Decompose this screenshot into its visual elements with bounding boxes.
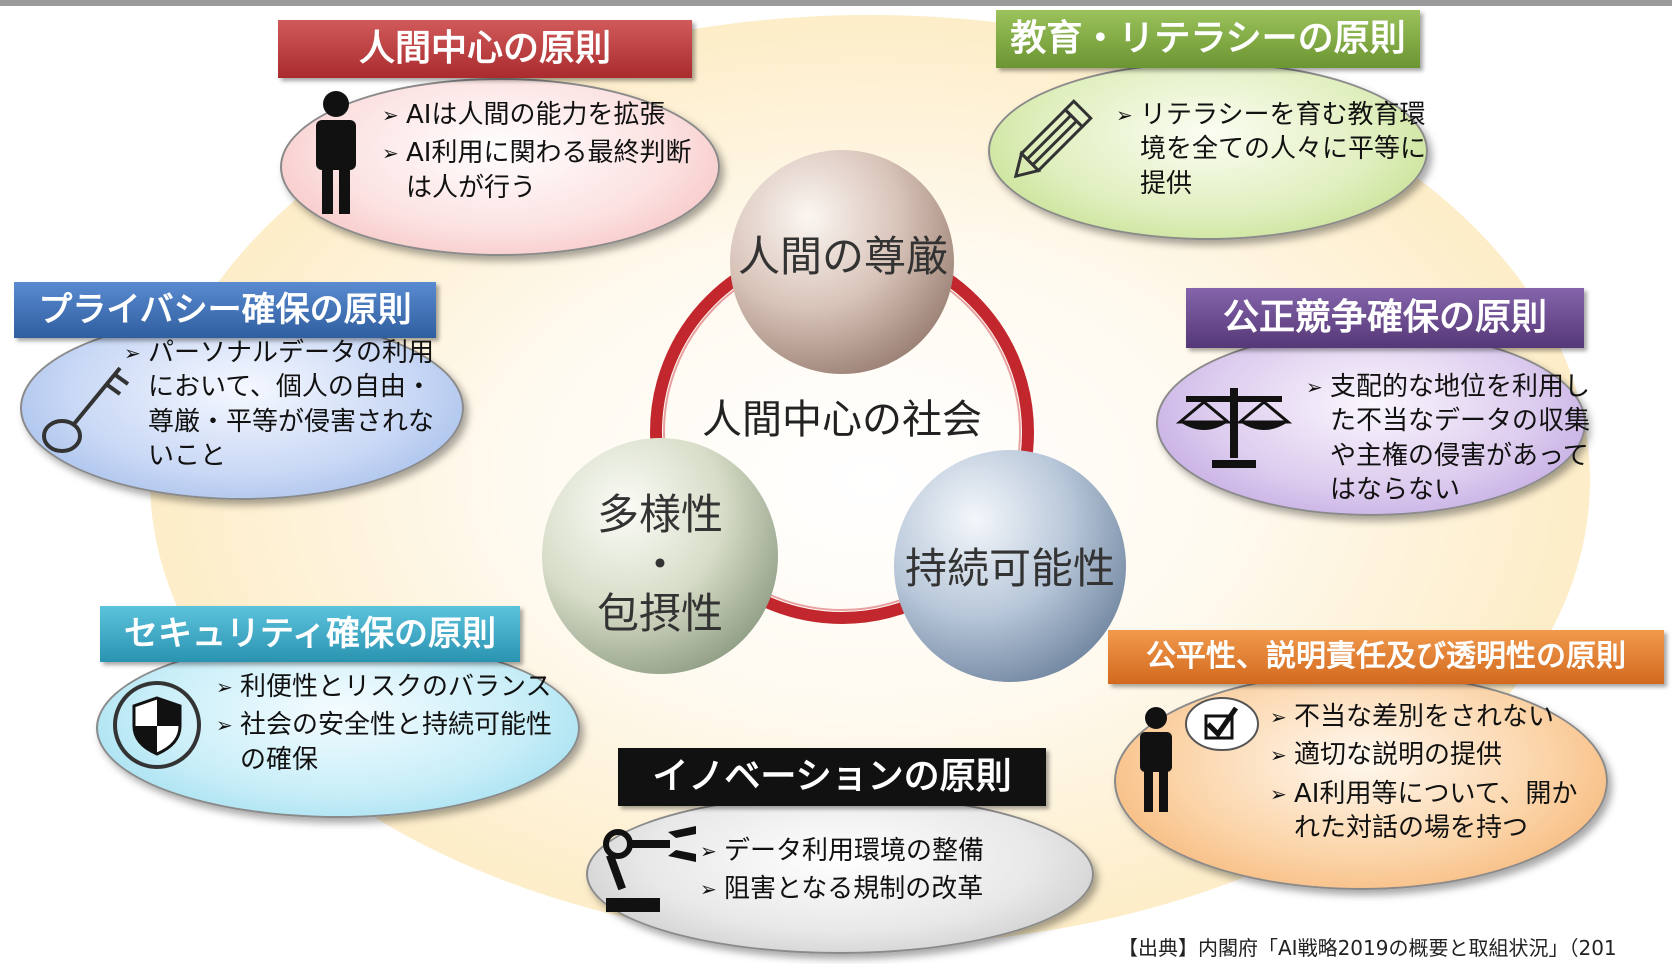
fairness-title: 公平性、説明責任及び透明性の原則: [1146, 639, 1626, 674]
fair-competition-banner: 公正競争確保の原則: [1186, 288, 1584, 348]
diversity-dot: ・: [638, 539, 681, 589]
education-bubble: [988, 62, 1428, 240]
innovation-list: ➢データ利用環境の整備 ➢阻害となる規制の改革: [700, 834, 1070, 911]
security-title: セキュリティ確保の原則: [124, 614, 496, 654]
security-banner: セキュリティ確保の原則: [100, 606, 520, 662]
center-title: 人間中心の社会: [702, 397, 982, 443]
list-item: ➢社会の安全性と持続可能性の確保: [216, 710, 553, 775]
security-list: ➢利便性とリスクのバランス ➢社会の安全性と持続可能性の確保: [216, 670, 566, 781]
sphere-dignity-label: 人間の尊厳: [737, 232, 948, 281]
shield-icon: [113, 681, 201, 769]
innovation-banner: イノベーションの原則: [618, 748, 1046, 806]
robot-arm-icon: [603, 826, 696, 912]
scale-icon: [1176, 388, 1292, 468]
human-centric-banner: 人間中心の原則: [278, 20, 692, 78]
fairness-banner: 公平性、説明責任及び透明性の原則: [1108, 630, 1664, 684]
list-item: ➢AI利用に関わる最終判断は人が行う: [382, 138, 692, 203]
list-item: ➢支配的な地位を利用した不当なデータの収集や主権の侵害があってはならない: [1306, 372, 1591, 505]
list-item: ➢不当な差別をされない: [1270, 702, 1555, 732]
top-border: [0, 0, 1672, 6]
person-check-icon: [1140, 697, 1259, 812]
education-list: ➢リテラシーを育む教育環境を全ての人々に平等に提供: [1116, 98, 1436, 205]
education-title: 教育・リテラシーの原則: [1010, 18, 1406, 59]
sphere-diversity-label: 多様性 ・ 包摂性: [580, 490, 740, 639]
list-item: ➢AI利用等について、開かれた対話の場を持つ: [1270, 778, 1578, 843]
fair-competition-list: ➢支配的な地位を利用した不当なデータの収集や主権の侵害があってはならない: [1306, 370, 1596, 511]
list-item: ➢リテラシーを育む教育環境を全ての人々に平等に提供: [1116, 100, 1427, 199]
sphere-dignity: [730, 150, 954, 374]
privacy-banner: プライバシー確保の原則: [14, 282, 436, 338]
privacy-list: ➢パーソナルデータの利用において、個人の自由・尊厳・平等が侵害されないこと: [124, 336, 454, 477]
list-item: ➢阻害となる規制の改革: [700, 874, 984, 905]
innovation-bubble: [586, 794, 1094, 954]
list-item: ➢データ利用環境の整備: [700, 836, 985, 866]
privacy-title: プライバシー確保の原則: [38, 290, 412, 330]
list-item: ➢適切な説明の提供: [1270, 740, 1503, 771]
sphere-diversity: [542, 438, 778, 674]
diversity-line2: 包摂性: [596, 589, 723, 639]
innovation-title: イノベーションの原則: [652, 756, 1012, 797]
human-centric-list: ➢AIは人間の能力を拡張 ➢AI利用に関わる最終判断は人が行う: [382, 98, 712, 209]
list-item: ➢パーソナルデータの利用において、個人の自由・尊厳・平等が侵害されないこと: [124, 338, 435, 471]
fair-competition-title: 公正競争確保の原則: [1222, 297, 1547, 338]
sphere-sustainability: [894, 450, 1126, 682]
human-centric-title: 人間中心の原則: [358, 28, 611, 69]
education-banner: 教育・リテラシーの原則: [996, 10, 1420, 68]
pencil-icon: [1013, 99, 1093, 179]
list-item: ➢AIは人間の能力を拡張: [382, 100, 666, 130]
diversity-line1: 多様性: [596, 490, 723, 539]
source-citation: 【出典】内閣府「AI戦略2019の概要と取組状況」（201: [1118, 936, 1617, 960]
sphere-sustainability-label: 持続可能性: [904, 544, 1115, 593]
fairness-list: ➢不当な差別をされない ➢適切な説明の提供 ➢AI利用等について、開かれた対話の…: [1270, 700, 1600, 849]
key-icon: [42, 366, 130, 453]
privacy-bubble: [20, 316, 464, 500]
list-item: ➢利便性とリスクのバランス: [216, 672, 552, 702]
person-icon: [316, 91, 356, 214]
